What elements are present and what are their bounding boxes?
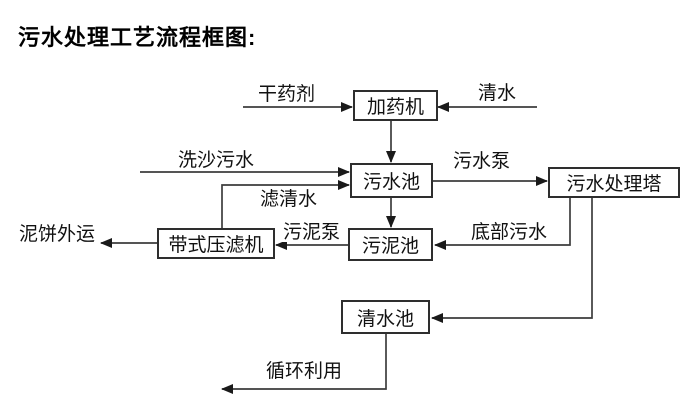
- node-sewage-pool-label: 污水池: [362, 172, 420, 193]
- edge-label-sludge-pump: 污泥泵: [282, 222, 342, 243]
- edge-bottom-sewage-tower-to-sludge-pool: [434, 198, 571, 250]
- edge-treatment-tower-to-clean-water-pool: [431, 198, 593, 323]
- edge-label-dry-chemical: 干药剂: [257, 84, 317, 105]
- node-dosing-machine: 加药机: [353, 90, 438, 121]
- node-clean-water-pool-label: 清水池: [356, 308, 414, 330]
- edge-filtered-water-press-to-sewage-pool: [221, 180, 350, 228]
- edge-label-clean-water: 清水: [477, 83, 518, 104]
- node-sewage-pool: 污水池: [350, 163, 433, 198]
- node-treatment-tower: 污水处理塔: [548, 167, 680, 198]
- node-belt-filter-press: 带式压滤机: [157, 228, 275, 259]
- node-sludge-pool: 污泥池: [348, 228, 433, 261]
- edge-label-filtered-water: 滤清水: [259, 189, 319, 210]
- node-dosing-machine-label: 加药机: [366, 97, 424, 118]
- node-treatment-tower-label: 污水处理塔: [566, 174, 662, 195]
- node-clean-water-pool: 清水池: [341, 300, 430, 334]
- node-belt-filter-press-label: 带式压滤机: [168, 235, 264, 256]
- edge-label-recycling: 循环利用: [265, 361, 344, 382]
- edge-label-mud-cake-shipped-out: 泥饼外运: [18, 224, 97, 245]
- edge-label-bottom-sewage: 底部污水: [470, 222, 549, 243]
- edge-label-sand-washing-sewage: 洗沙污水: [177, 150, 256, 171]
- edge-label-sewage-pump: 污水泵: [452, 151, 512, 172]
- node-sludge-pool-label: 污泥池: [361, 236, 419, 257]
- page-title: 污水处理工艺流程框图:: [18, 25, 257, 50]
- edge-clean-water-pool-to-recycling: [221, 334, 387, 394]
